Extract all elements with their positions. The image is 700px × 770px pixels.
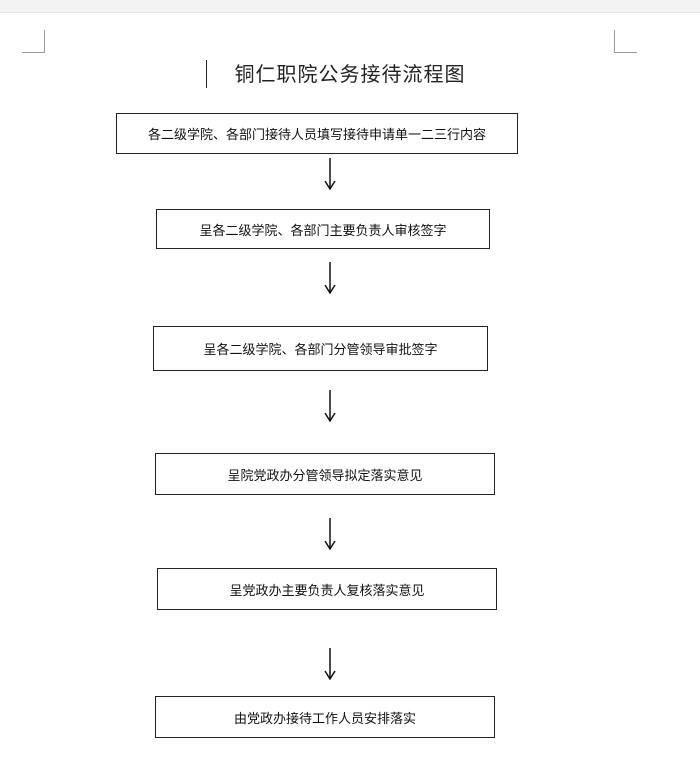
flow-step-6: 由党政办接待工作人员安排落实 bbox=[155, 696, 495, 738]
flow-arrow-3 bbox=[321, 390, 339, 424]
flow-step-4: 呈院党政办分管领导拟定落实意见 bbox=[155, 453, 495, 495]
flowchart-title: 铜仁职院公务接待流程图 bbox=[234, 62, 466, 86]
page-corner-mark-left bbox=[22, 30, 45, 53]
flow-arrow-5 bbox=[321, 648, 339, 682]
flow-arrow-4 bbox=[321, 518, 339, 552]
flow-step-1: 各二级学院、各部门接待人员填写接待申请单一二三行内容 bbox=[116, 113, 518, 154]
text-cursor bbox=[206, 60, 207, 88]
flow-arrow-2 bbox=[321, 262, 339, 296]
flow-arrow-1 bbox=[321, 158, 339, 192]
window-top-bar bbox=[0, 0, 700, 13]
flow-step-3: 呈各二级学院、各部门分管领导审批签字 bbox=[153, 326, 488, 371]
flow-step-2: 呈各二级学院、各部门主要负责人审核签字 bbox=[156, 209, 490, 249]
flow-step-5: 呈党政办主要负责人复核落实意见 bbox=[157, 568, 497, 610]
page-corner-mark-right bbox=[614, 30, 637, 53]
